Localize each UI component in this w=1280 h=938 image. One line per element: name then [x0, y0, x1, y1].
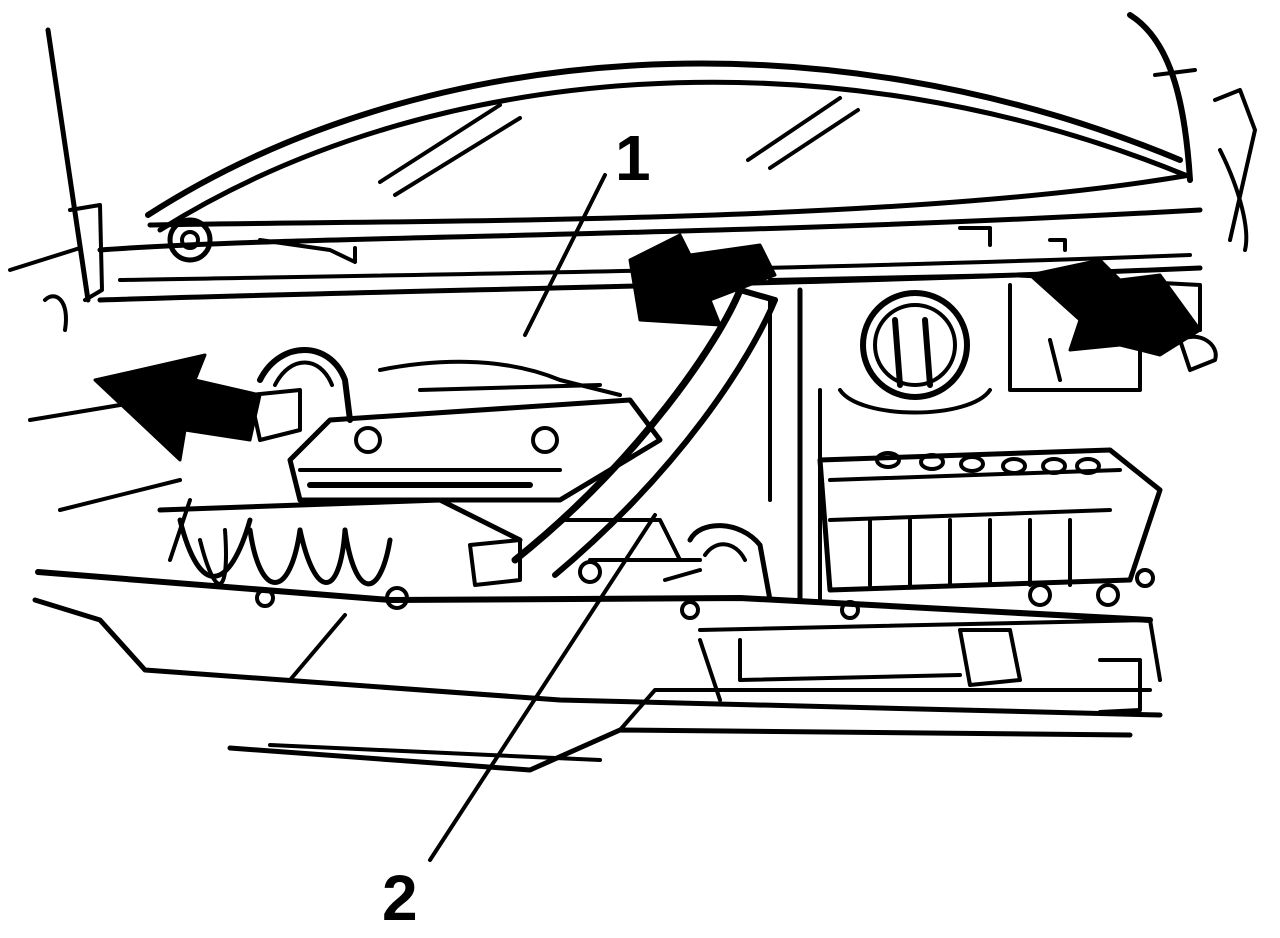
a-pillars: [45, 12, 1257, 303]
engine-block: [157, 347, 663, 610]
windshield: [145, 60, 1193, 233]
callout-2-label: 2: [382, 862, 418, 933]
front-panel: [32, 569, 1163, 773]
pointer-arrows: [93, 233, 1202, 462]
leader-lines: [428, 173, 657, 862]
right-components: [663, 273, 1218, 620]
leader-line-1: [523, 173, 607, 337]
leader-line-2: [428, 513, 657, 862]
brace-tube: [468, 286, 778, 587]
arrow-left: [93, 353, 262, 462]
arrow-center: [628, 233, 777, 327]
callout-1-label: 1: [615, 122, 651, 194]
arrow-right: [1028, 258, 1202, 357]
